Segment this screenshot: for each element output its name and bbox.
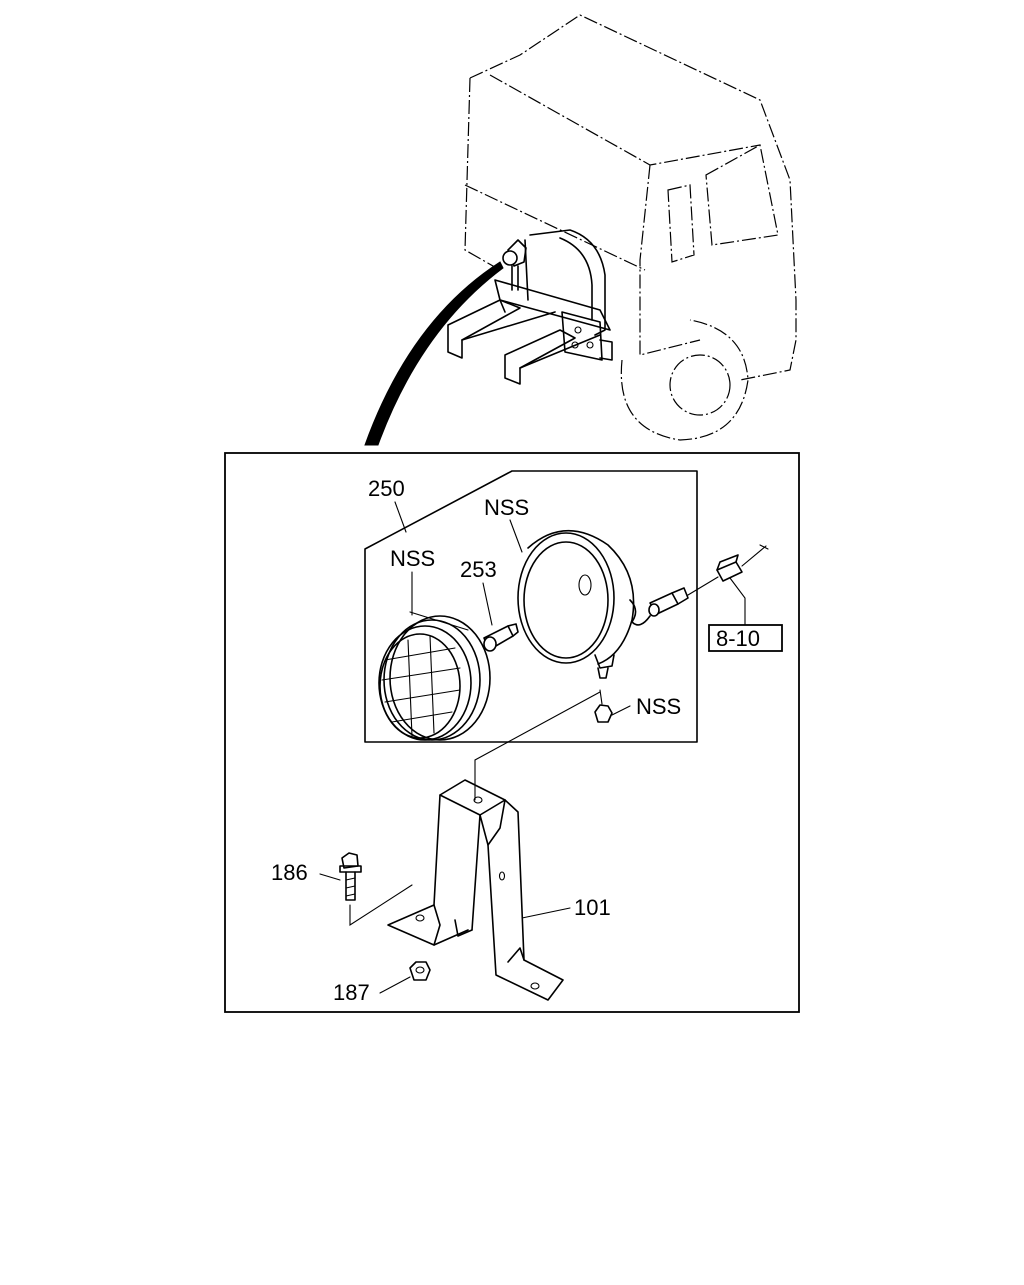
bolt-illustration [339, 852, 362, 901]
callout-250: 250 [368, 476, 405, 501]
nut-187-illustration [409, 961, 431, 981]
lamp-housing-illustration [517, 529, 689, 679]
callout-101: 101 [574, 895, 611, 920]
detail-leader-arc [364, 261, 504, 446]
callout-nss-lens: NSS [390, 546, 435, 571]
bracket-illustration [387, 779, 564, 1001]
truck-cab-illustration [447, 14, 797, 441]
lamp-lens-illustration [378, 611, 491, 741]
callout-187: 187 [333, 980, 370, 1005]
connector-illustration [687, 544, 769, 596]
callout-nss-housing: NSS [484, 495, 529, 520]
nut-nss-illustration [594, 689, 613, 723]
lamp-assembly-frame [364, 470, 698, 743]
assembly-lines [349, 691, 601, 927]
callout-8-10: 8-10 [716, 626, 760, 651]
detail-frame [224, 452, 800, 1013]
callout-186: 186 [271, 860, 308, 885]
bulb-illustration [483, 623, 519, 652]
leader-lines [319, 501, 746, 994]
callout-nss-nut: NSS [636, 694, 681, 719]
callout-8-10-box [708, 624, 783, 652]
callout-253: 253 [460, 557, 497, 582]
